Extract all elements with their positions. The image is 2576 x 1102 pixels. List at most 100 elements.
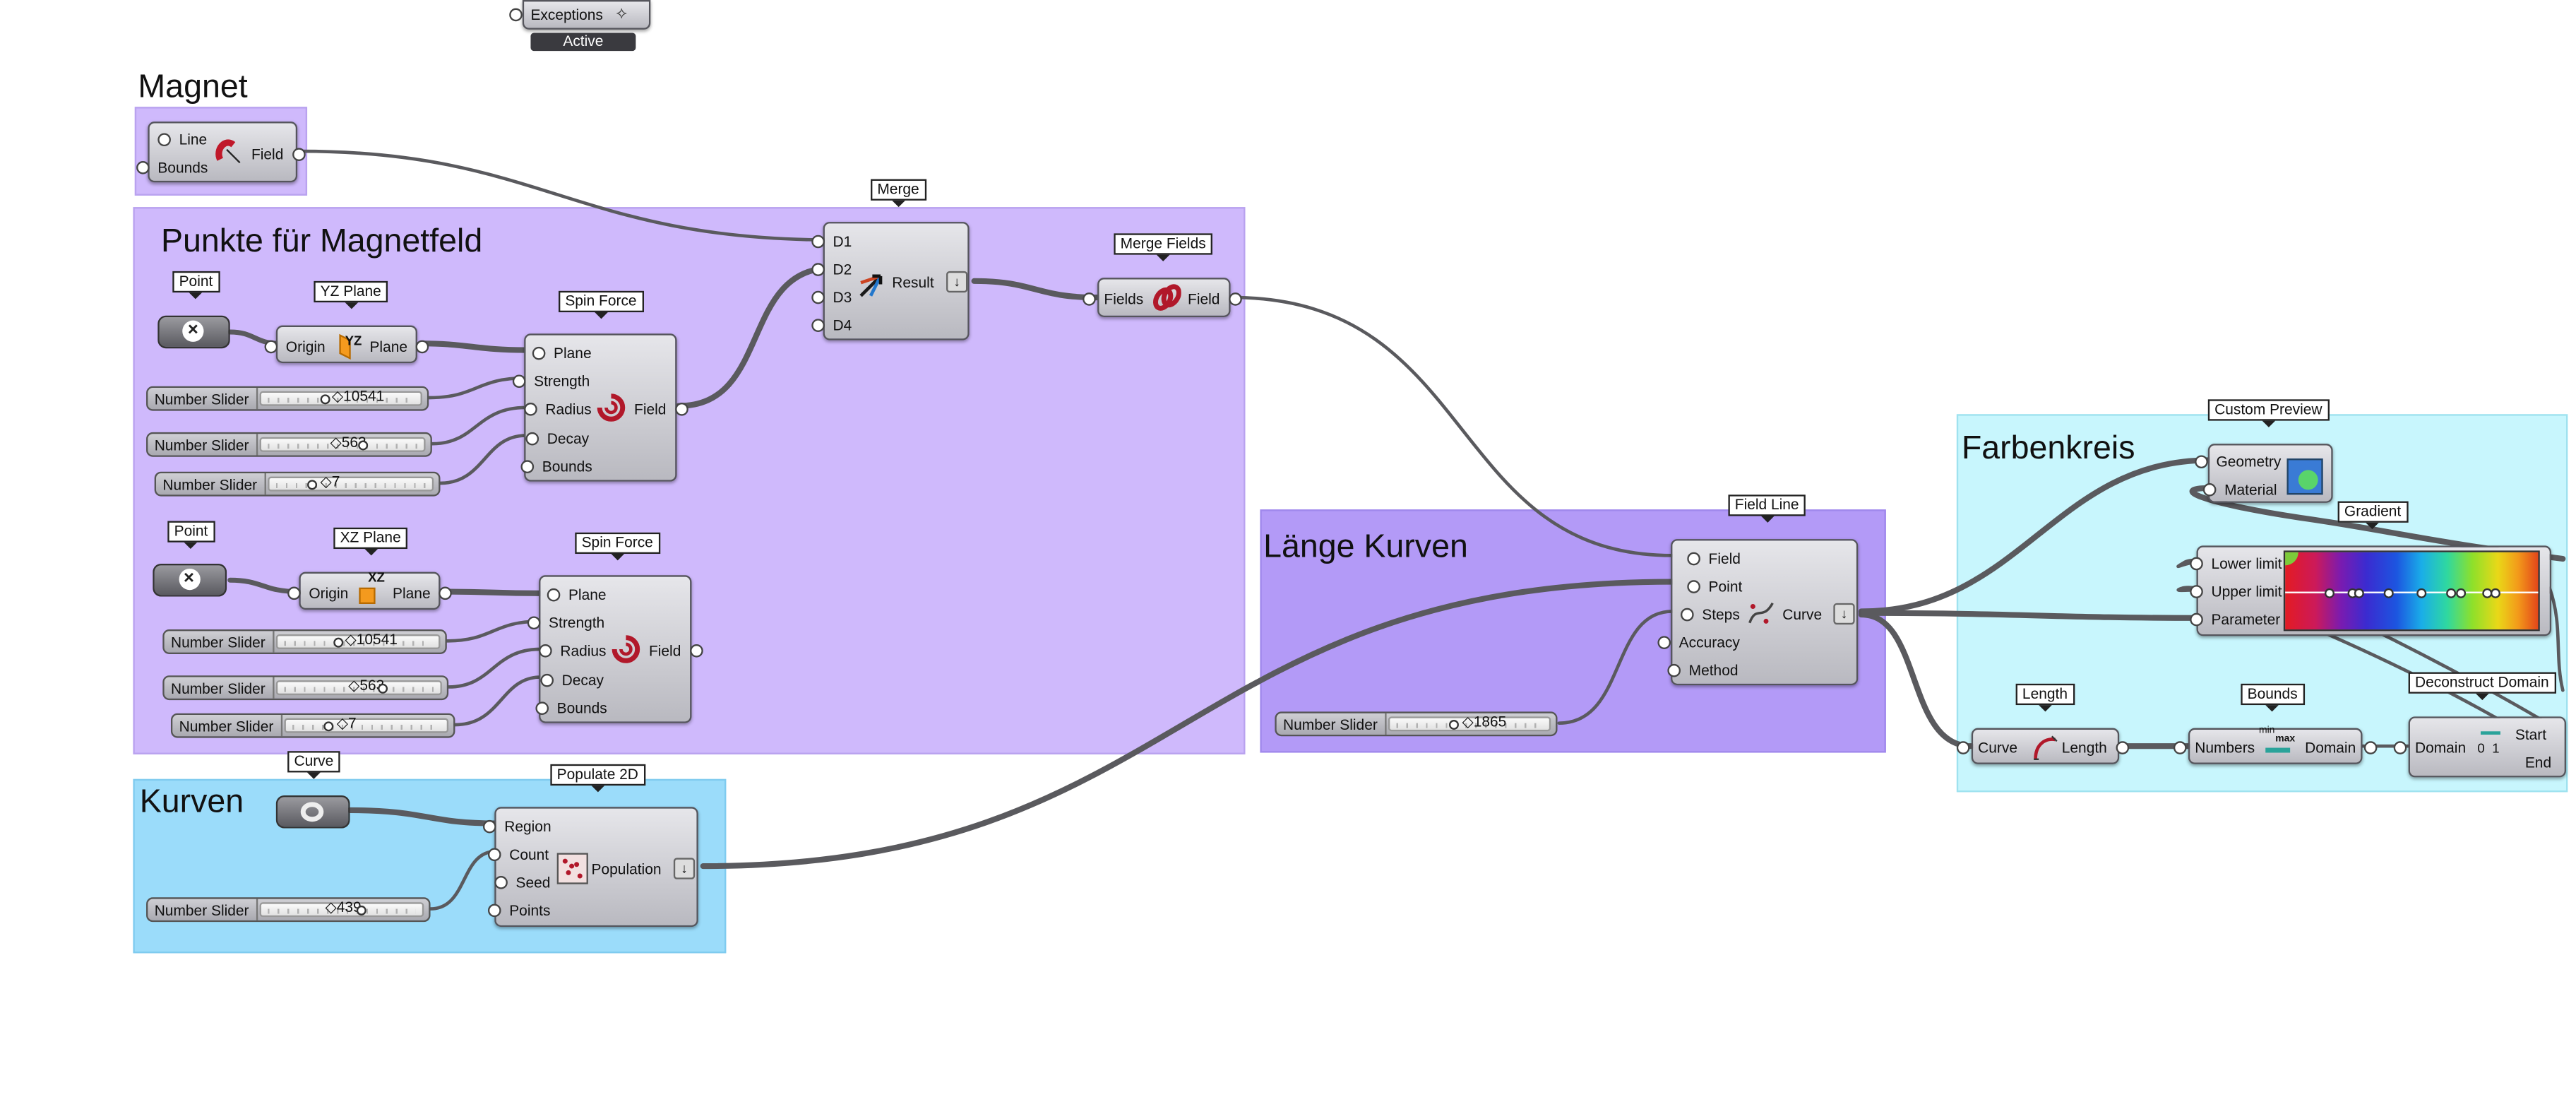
fieldline-input-method[interactable]: Method xyxy=(1667,662,1739,679)
merge-output-result[interactable]: Result xyxy=(892,274,934,291)
number-slider-7[interactable]: Number Slider ◇439 xyxy=(146,897,431,923)
spin-input-bounds[interactable]: Bounds xyxy=(520,458,592,475)
gradient-grip[interactable] xyxy=(2490,588,2500,598)
fieldline-input-point[interactable]: Point xyxy=(1688,578,1743,596)
deconstruct-domain-component[interactable]: Domain 0 1 Start End xyxy=(2393,716,2566,778)
preview-input-geometry[interactable]: Geometry xyxy=(2195,454,2282,470)
yz-plane-component[interactable]: Origin YZ Plane xyxy=(264,325,429,364)
magnet-component[interactable]: Line Bounds Field xyxy=(136,122,304,183)
populate-output-population[interactable]: Population xyxy=(591,861,662,878)
number-slider-2[interactable]: Number Slider ◇563 xyxy=(146,432,432,457)
gradient-input-parameter[interactable]: Parameter xyxy=(2190,611,2281,628)
slider-track[interactable] xyxy=(1388,716,1551,732)
slider-grip[interactable] xyxy=(333,637,344,648)
gradient-grip[interactable] xyxy=(2456,588,2467,598)
magnet-input-bounds[interactable]: Bounds xyxy=(136,159,208,176)
merge-input-d2[interactable]: D2 xyxy=(812,261,852,278)
spin2-input-bounds[interactable]: Bounds xyxy=(535,700,607,717)
fieldline-input-steps[interactable]: Steps xyxy=(1680,606,1740,623)
slider-grip[interactable] xyxy=(323,721,334,732)
merge-input-d4[interactable]: D4 xyxy=(812,317,852,334)
merge-component[interactable]: D1 D2 D3 D4 Result ↓ xyxy=(812,222,970,340)
fieldline-input-field[interactable]: Field xyxy=(1688,550,1741,567)
merge-input-d1[interactable]: D1 xyxy=(812,233,852,250)
magnet-input-line[interactable]: Line xyxy=(157,131,208,148)
spin-force-component-1[interactable]: Plane Strength Radius Decay Bounds Field xyxy=(512,333,686,482)
slider-track[interactable] xyxy=(268,476,434,492)
xz-plane-component[interactable]: Origin XZ Plane xyxy=(287,570,452,610)
merge-input-d3[interactable]: D3 xyxy=(812,289,852,306)
slider-track[interactable] xyxy=(284,718,449,733)
yz-plane-input-origin[interactable]: Origin xyxy=(264,338,326,355)
number-slider-1[interactable]: Number Slider ◇10541 xyxy=(146,386,429,411)
slider-track[interactable] xyxy=(259,391,422,406)
slider-grip[interactable] xyxy=(1448,720,1459,730)
slider-track[interactable] xyxy=(259,902,424,918)
slider-grip[interactable] xyxy=(307,480,318,490)
spin-input-plane[interactable]: Plane xyxy=(532,345,592,362)
point-component-1[interactable]: × xyxy=(157,315,230,349)
gradient-grip[interactable] xyxy=(2354,588,2364,598)
populate-2d-component[interactable]: Region Count Seed Points Population ↓ xyxy=(483,807,698,928)
field-line-component[interactable]: Field Point Steps Accuracy Method Curve … xyxy=(1657,539,1859,686)
preview-input-material[interactable]: Material xyxy=(2202,481,2277,498)
gradient-grip[interactable] xyxy=(2416,588,2427,598)
spin2-input-strength[interactable]: Strength xyxy=(527,615,605,632)
curve-param-component[interactable] xyxy=(275,795,350,829)
spin2-input-plane[interactable]: Plane xyxy=(547,586,607,603)
number-slider-8[interactable]: Number Slider ◇1865 xyxy=(1275,711,1558,737)
spin-input-strength[interactable]: Strength xyxy=(512,373,590,390)
spin2-output-field[interactable]: Field xyxy=(648,642,701,659)
deconstruct-output-end[interactable]: End xyxy=(2524,754,2552,771)
merge-fields-output[interactable]: Field xyxy=(1188,290,1240,308)
gradient-input-lower[interactable]: Lower limit xyxy=(2190,555,2282,572)
bounds-output-domain[interactable]: Domain xyxy=(2305,739,2378,757)
slider-track[interactable] xyxy=(259,437,426,452)
merge-fields-input[interactable]: Fields xyxy=(1083,290,1144,308)
fieldline-output-curve[interactable]: Curve xyxy=(1782,606,1823,623)
length-input-curve[interactable]: Curve xyxy=(1956,739,2017,757)
spin-input-radius[interactable]: Radius xyxy=(524,401,592,417)
yz-plane-output-plane[interactable]: Plane xyxy=(369,338,429,355)
length-output-length[interactable]: Length xyxy=(2061,739,2128,757)
xz-plane-output-plane[interactable]: Plane xyxy=(393,585,452,602)
gradient-grip[interactable] xyxy=(2383,588,2394,598)
spin2-input-decay[interactable]: Decay xyxy=(540,672,604,689)
point-component-2[interactable]: × xyxy=(153,563,227,597)
number-slider-3[interactable]: Number Slider ◇7 xyxy=(154,471,441,497)
deconstruct-input-domain[interactable]: Domain xyxy=(2393,739,2467,757)
populate-input-points[interactable]: Points xyxy=(487,902,551,919)
spin-output-field[interactable]: Field xyxy=(634,401,686,417)
custom-preview-component[interactable]: Geometry Material xyxy=(2195,444,2333,503)
populate-input-seed[interactable]: Seed xyxy=(494,874,551,891)
number-slider-5[interactable]: Number Slider ◇563 xyxy=(162,675,449,701)
slider-grip[interactable] xyxy=(356,905,366,916)
exceptions-component[interactable]: Exceptions ⟡ xyxy=(509,0,651,30)
slider-track[interactable] xyxy=(275,680,442,696)
slider-track[interactable] xyxy=(275,634,441,649)
slider-grip[interactable] xyxy=(378,683,388,694)
gradient-color-bar[interactable] xyxy=(2283,550,2540,632)
gradient-component[interactable]: Lower limit Upper limit Parameter xyxy=(2190,545,2552,636)
deconstruct-output-start[interactable]: Start xyxy=(2515,726,2547,743)
spin2-input-radius[interactable]: Radius xyxy=(539,642,607,659)
merge-fields-component[interactable]: Fields Field xyxy=(1083,278,1240,318)
populate-input-region[interactable]: Region xyxy=(483,818,551,835)
xz-plane-input-origin[interactable]: Origin xyxy=(287,585,349,602)
spin-input-decay[interactable]: Decay xyxy=(526,430,590,447)
number-slider-6[interactable]: Number Slider ◇7 xyxy=(170,713,455,738)
length-component[interactable]: Curve Length xyxy=(1956,728,2128,764)
spin-force-component-2[interactable]: Plane Strength Radius Decay Bounds Field xyxy=(527,575,701,723)
number-slider-4[interactable]: Number Slider ◇10541 xyxy=(162,629,447,654)
slider-grip[interactable] xyxy=(320,394,330,405)
populate-input-count[interactable]: Count xyxy=(487,846,549,863)
gradient-grip[interactable] xyxy=(2324,588,2334,598)
slider-grip[interactable] xyxy=(358,440,369,451)
bounds-input-numbers[interactable]: Numbers xyxy=(2174,739,2255,757)
fieldline-input-accuracy[interactable]: Accuracy xyxy=(1657,634,1740,651)
gradient-input-upper[interactable]: Upper limit xyxy=(2190,583,2282,600)
gradient-grip[interactable] xyxy=(2446,588,2457,598)
bounds-component[interactable]: Numbers min max Domain xyxy=(2174,726,2378,764)
magnet-output-field[interactable]: Field xyxy=(251,146,304,163)
